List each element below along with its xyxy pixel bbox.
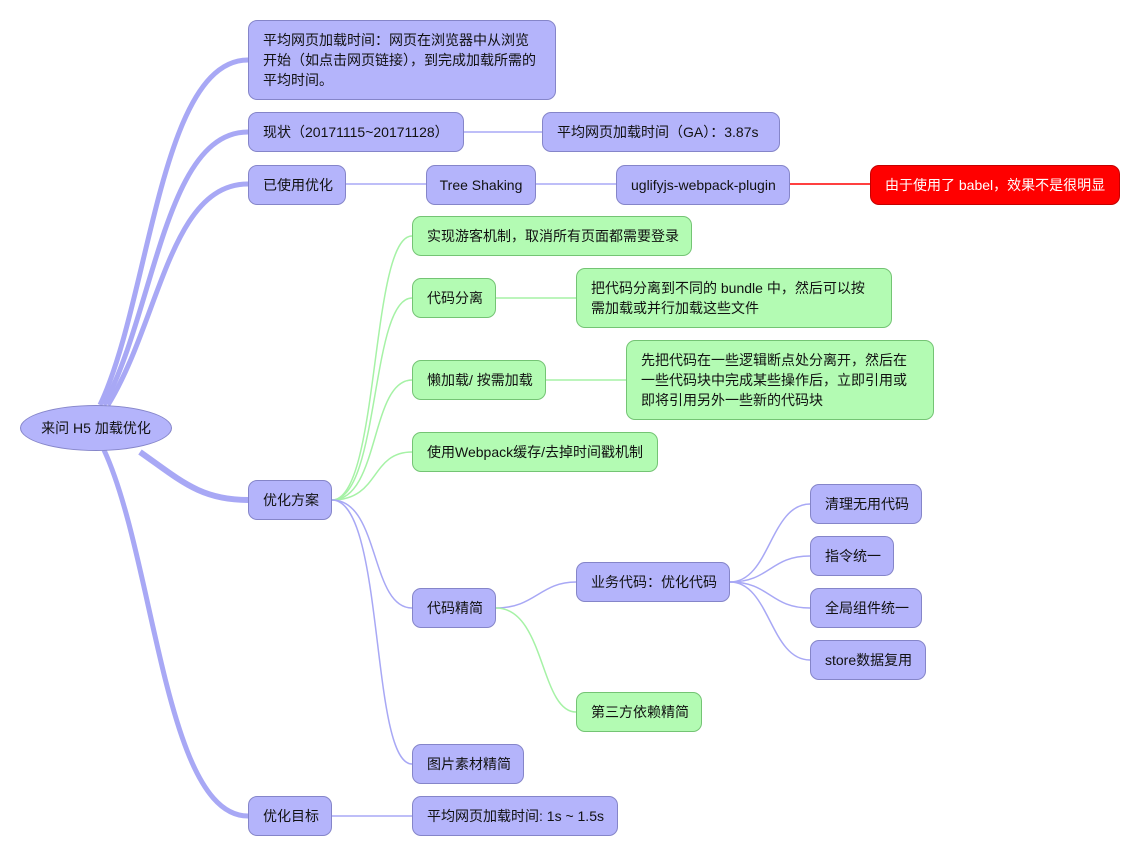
link-root-definition [97,57,249,407]
images-node[interactable]: 图片素材精简 [412,744,524,784]
status-node[interactable]: 现状（20171115~20171128） [248,112,464,152]
goal-node[interactable]: 优化目标 [248,796,332,836]
lazy-label: 懒加载/ 按需加载 [427,372,533,388]
root-node[interactable]: 来问 H5 加载优化 [20,405,172,451]
link-root-status [101,129,249,407]
uglify-node[interactable]: uglifyjs-webpack-plugin [616,165,790,205]
slim-label: 代码精简 [427,600,483,616]
babel-note-node[interactable]: 由于使用了 babel，效果不是很明显 [870,165,1120,205]
link-plan-split [331,297,413,501]
link-root-plan [138,449,249,503]
goal-value-label: 平均网页加载时间: 1s ~ 1.5s [427,808,604,824]
lazy-desc-node[interactable]: 先把代码在一些逻辑断点处分离开，然后在一些代码块中完成某些操作后，立即引用或即将… [626,340,934,420]
split-desc-node[interactable]: 把代码分离到不同的 bundle 中，然后可以按需加载或并行加载这些文件 [576,268,892,328]
business-item-node[interactable]: 指令统一 [810,536,894,576]
used-label: 已使用优化 [263,177,333,193]
lazy-desc-label: 先把代码在一些逻辑断点处分离开，然后在一些代码块中完成某些操作后，立即引用或即将… [641,352,907,408]
split-desc-label: 把代码分离到不同的 bundle 中，然后可以按需加载或并行加载这些文件 [591,280,865,316]
link-plan-lazy [331,379,413,501]
slim-node[interactable]: 代码精简 [412,588,496,628]
root-label: 来问 H5 加载优化 [41,420,151,436]
cache-node[interactable]: 使用Webpack缓存/去掉时间戳机制 [412,432,658,472]
link-business-b4 [729,581,811,661]
business-item-node[interactable]: 全局组件统一 [810,588,922,628]
used-node[interactable]: 已使用优化 [248,165,346,205]
business-item-node[interactable]: 清理无用代码 [810,484,922,524]
link-business-b3 [729,581,811,609]
status-label: 现状（20171115~20171128） [263,124,449,140]
link-plan-cache [331,451,413,501]
third-party-label: 第三方依赖精简 [591,704,689,720]
definition-label: 平均网页加载时间：网页在浏览器中从浏览开始（如点击网页链接），到完成加载所需的平… [263,32,536,88]
link-slim-third [495,607,577,713]
link-plan-images [331,499,413,765]
definition-node[interactable]: 平均网页加载时间：网页在浏览器中从浏览开始（如点击网页链接），到完成加载所需的平… [248,20,556,100]
tree-shaking-label: Tree Shaking [439,177,523,193]
business-item-label: 指令统一 [825,548,881,564]
business-item-label: 全局组件统一 [825,600,909,616]
images-label: 图片素材精简 [427,756,511,772]
link-plan-guest [331,235,413,501]
uglify-label: uglifyjs-webpack-plugin [631,177,776,193]
business-label: 业务代码：优化代码 [591,574,717,590]
plan-node[interactable]: 优化方案 [248,480,332,520]
babel-note-label: 由于使用了 babel，效果不是很明显 [885,177,1106,193]
guest-node[interactable]: 实现游客机制，取消所有页面都需要登录 [412,216,692,256]
cache-label: 使用Webpack缓存/去掉时间戳机制 [427,444,643,460]
business-item-node[interactable]: store数据复用 [810,640,926,680]
link-slim-business [495,581,577,609]
status-metric-label: 平均网页加载时间（GA）：3.87s [557,124,759,140]
split-node[interactable]: 代码分离 [412,278,496,318]
plan-label: 优化方案 [263,492,319,508]
guest-label: 实现游客机制，取消所有页面都需要登录 [427,228,679,244]
link-business-b1 [729,503,811,583]
link-root-used [105,181,249,407]
link-root-goal [101,448,249,819]
business-node[interactable]: 业务代码：优化代码 [576,562,730,602]
goal-label: 优化目标 [263,808,319,824]
business-item-label: store数据复用 [825,652,913,668]
third-party-node[interactable]: 第三方依赖精简 [576,692,702,732]
link-plan-slim [331,499,413,609]
goal-value-node[interactable]: 平均网页加载时间: 1s ~ 1.5s [412,796,618,836]
lazy-node[interactable]: 懒加载/ 按需加载 [412,360,546,400]
status-metric-node[interactable]: 平均网页加载时间（GA）：3.87s [542,112,780,152]
split-label: 代码分离 [427,290,483,306]
link-business-b2 [729,555,811,583]
business-item-label: 清理无用代码 [825,496,909,512]
tree-shaking-node[interactable]: Tree Shaking [426,165,536,205]
